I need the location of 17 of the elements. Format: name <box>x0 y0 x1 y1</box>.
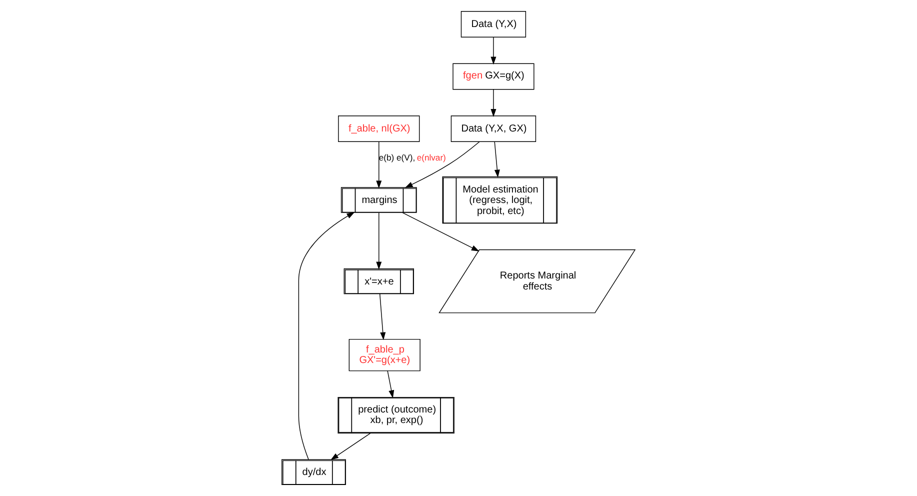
edge-label: e(b) e(V), e(nlvar) <box>378 152 446 163</box>
node-box: fgen GX=g(X) <box>452 63 534 90</box>
arrow <box>379 294 386 340</box>
node-box: Data (Y,X, GX) <box>450 116 536 142</box>
arrow <box>490 89 496 117</box>
arrow <box>402 212 480 252</box>
arrow <box>404 141 480 188</box>
node-box: Data (Y,X) <box>460 10 526 38</box>
arrow <box>376 142 382 188</box>
arrow <box>494 142 500 178</box>
arrow <box>376 212 382 270</box>
arrow <box>330 432 371 460</box>
node-box: f_able, nl(GX) <box>338 116 420 142</box>
arrow <box>387 370 394 398</box>
arrow <box>298 212 355 460</box>
arrow <box>490 36 496 65</box>
node-box: f_able_p GX'=g(x+e) <box>348 338 420 372</box>
